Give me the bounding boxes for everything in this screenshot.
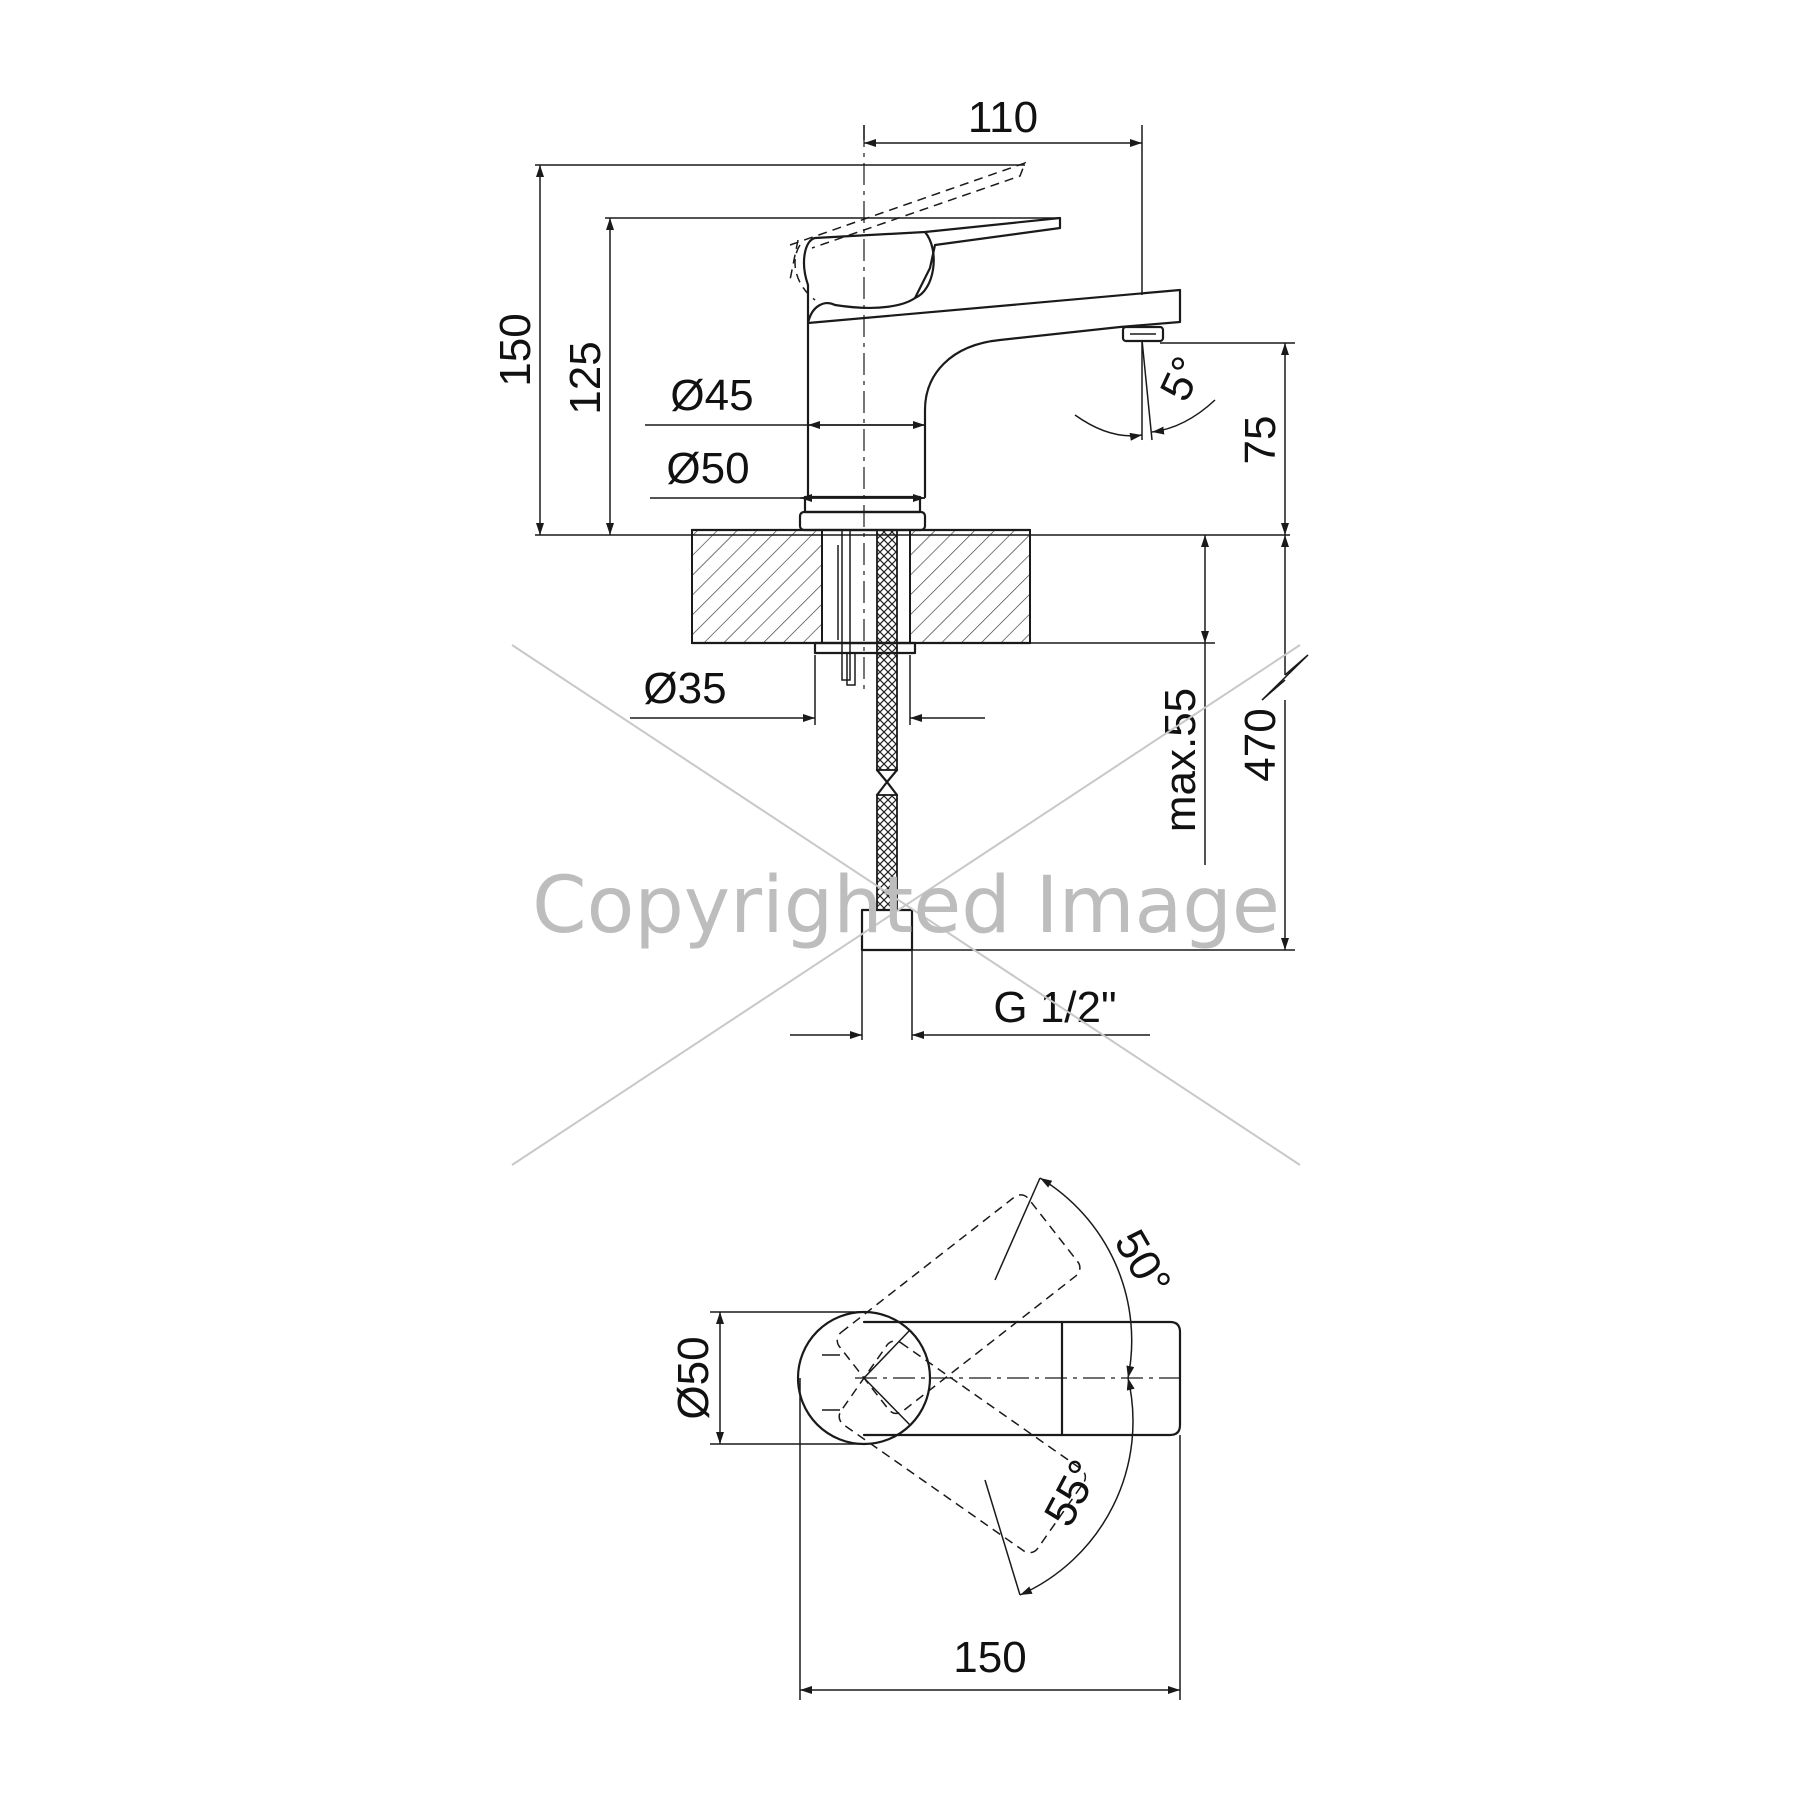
- dim-75: 75: [1160, 342, 1295, 535]
- dim-max55: max.55: [1030, 535, 1215, 865]
- dim-150-label: 150: [491, 313, 540, 386]
- dim-125-label: 125: [561, 341, 610, 414]
- dim-5deg: 5°: [1074, 339, 1216, 441]
- dim-470-label: 470: [1236, 708, 1285, 781]
- dim-g12: G 1/2": [790, 950, 1150, 1040]
- watermark-text: Copyrighted Image: [532, 861, 1280, 951]
- dim-55deg: 55°: [984, 1377, 1135, 1596]
- side-view: 110 150 125 Ø45 Ø50: [491, 93, 1309, 1040]
- dim-5deg-label: 5°: [1151, 349, 1213, 408]
- dim-125: 125: [561, 217, 1060, 535]
- dim-55deg-label: 55°: [1035, 1452, 1110, 1534]
- watermark: Copyrighted Image: [511, 644, 1301, 1166]
- dim-50deg-label: 50°: [1105, 1222, 1181, 1304]
- dim-d45-label: Ø45: [670, 371, 753, 420]
- dim-50deg: 50°: [994, 1177, 1181, 1379]
- handle-position-left: [836, 1194, 1081, 1415]
- mounting-assembly: [813, 529, 917, 952]
- dim-d50-label: Ø50: [666, 444, 749, 493]
- handle-position-right: [838, 1340, 1087, 1554]
- dim-d45: Ø45: [645, 371, 925, 429]
- dim-top-150-label: 150: [953, 1633, 1026, 1682]
- dim-75-label: 75: [1236, 416, 1285, 465]
- dim-d35: Ø35: [630, 655, 985, 725]
- dim-150-height: 150: [491, 164, 1025, 535]
- dim-d50: Ø50: [650, 444, 925, 502]
- dim-top-150: 150: [799, 1378, 1181, 1700]
- dim-max55-label: max.55: [1156, 688, 1205, 832]
- dim-top-d50-label: Ø50: [669, 1336, 718, 1419]
- dim-110-label: 110: [968, 93, 1038, 142]
- dim-g12-label: G 1/2": [993, 983, 1116, 1032]
- countertop-section: [690, 528, 1032, 645]
- dim-d35-label: Ø35: [643, 664, 726, 713]
- top-view: 50° 55° Ø50 150: [669, 1177, 1182, 1700]
- dim-top-d50: Ø50: [669, 1311, 864, 1445]
- dim-110: 110: [863, 93, 1143, 295]
